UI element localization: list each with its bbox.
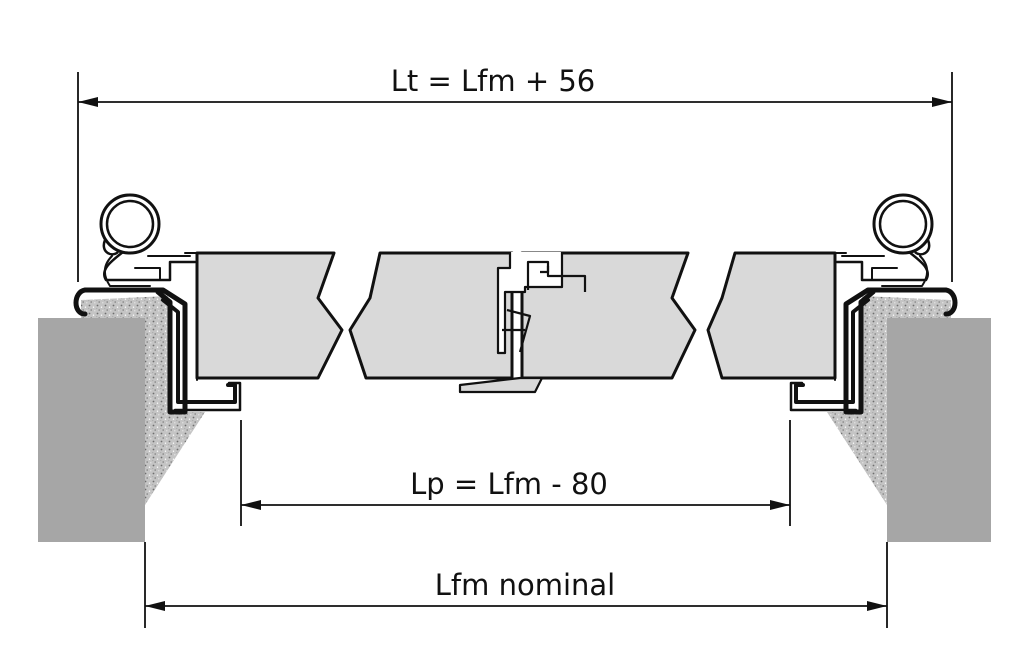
nominal-length-label: Lfm nominal (435, 568, 615, 602)
right-frame (789, 250, 958, 415)
extension-lines (77, 72, 953, 628)
panel-right-segment (706, 251, 837, 380)
center-joint-profile (458, 252, 587, 394)
panel-center-left-segment (348, 251, 514, 380)
left-hinge-tube (99, 193, 161, 256)
total-length-label: Lt = Lfm + 56 (391, 64, 596, 98)
left-wall (38, 318, 145, 542)
panel-length-label: Lp = Lfm - 80 (410, 467, 608, 501)
right-insulation (827, 296, 951, 505)
right-wall (887, 318, 991, 542)
left-insulation (81, 296, 205, 505)
panel-left-segment (195, 251, 344, 380)
right-hinge-tube (872, 193, 934, 256)
left-frame (73, 250, 242, 415)
